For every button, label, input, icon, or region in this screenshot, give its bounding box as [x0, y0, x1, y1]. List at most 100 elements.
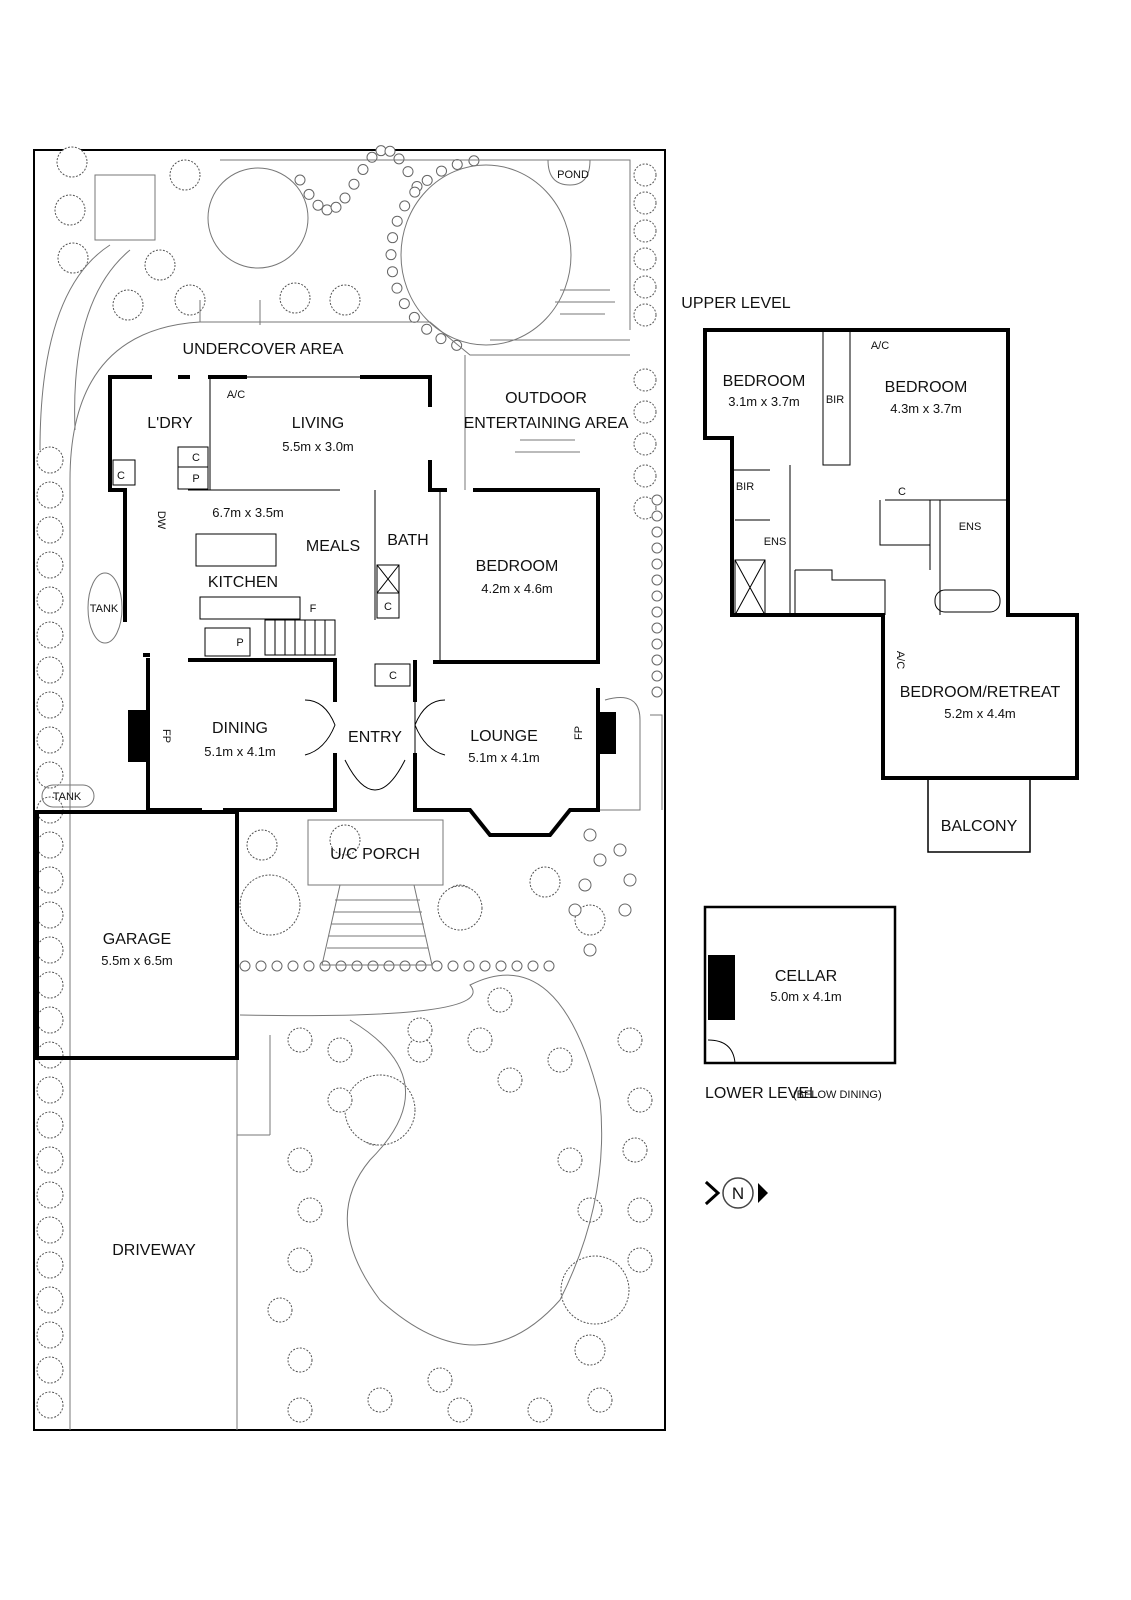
tree-icon — [303, 960, 315, 972]
tree-icon — [627, 1247, 653, 1273]
tree-icon — [312, 199, 324, 211]
tree-icon — [511, 960, 523, 972]
tank-label-1: TANK — [90, 603, 119, 615]
fireplace-lounge — [598, 712, 616, 754]
tree-icon — [407, 1017, 433, 1043]
tree-icon — [36, 1146, 64, 1174]
tree-icon — [583, 828, 597, 842]
upper-ens-label-2: ENS — [959, 521, 982, 533]
pond-label: POND — [557, 169, 589, 181]
laundry-label: L'DRY — [147, 415, 193, 432]
tree-icon — [651, 638, 663, 650]
tree-icon — [36, 586, 64, 614]
upper-ac-label: A/C — [871, 340, 889, 352]
dining-label: DINING — [212, 720, 268, 737]
tree-icon — [36, 446, 64, 474]
bath-label: BATH — [387, 532, 428, 549]
tree-icon — [479, 960, 491, 972]
undercover-label: UNDERCOVER AREA — [183, 341, 344, 358]
tree-icon — [112, 289, 144, 321]
tree-icon — [36, 691, 64, 719]
tree-icon — [527, 1397, 553, 1423]
entry-cupboard-label: C — [389, 670, 397, 682]
tree-icon — [366, 151, 378, 163]
north-compass: N — [704, 1177, 768, 1209]
tree-icon — [36, 1286, 64, 1314]
tree-icon — [246, 829, 278, 861]
tree-icon — [633, 496, 657, 520]
tree-icon — [36, 1356, 64, 1384]
tree-icon — [348, 178, 360, 190]
kitchen-meals-dims: 6.7m x 3.5m — [212, 505, 284, 520]
garden-features — [39, 159, 663, 1430]
tree-icon — [593, 853, 607, 867]
tree-icon — [385, 249, 397, 261]
bedroom-label: BEDROOM — [476, 558, 559, 575]
tree-icon — [287, 1397, 313, 1423]
pantry-label: P — [236, 637, 243, 649]
outdoor-label-2: ENTERTAINING AREA — [464, 415, 629, 432]
bedroom-dims: 4.2m x 4.6m — [481, 581, 553, 596]
tree-icon — [297, 1197, 323, 1223]
tree-icon — [36, 971, 64, 999]
upper-cupboard-label: C — [898, 486, 906, 498]
tree-icon — [36, 1216, 64, 1244]
tree-icon — [415, 960, 427, 972]
tree-icon — [447, 960, 459, 972]
tree-icon — [329, 824, 361, 856]
living-label: LIVING — [292, 415, 344, 432]
tree-icon — [574, 1334, 606, 1366]
tree-icon — [421, 174, 433, 186]
tree-icon — [36, 726, 64, 754]
retreat-dims: 5.2m x 4.4m — [944, 706, 1016, 721]
tree-icon — [36, 1391, 64, 1419]
lounge-dims: 5.1m x 4.1m — [468, 750, 540, 765]
tree-icon — [36, 1006, 64, 1034]
tree-icon — [36, 621, 64, 649]
tree-icon — [36, 901, 64, 929]
upper-bir-label: BIR — [826, 394, 844, 406]
tree-icon — [36, 1321, 64, 1349]
tree-icon — [36, 1251, 64, 1279]
upper-bedroom-2-label: BEDROOM — [885, 379, 968, 396]
tree-icon — [613, 843, 627, 857]
entry-label: ENTRY — [348, 729, 402, 746]
tree-icon — [633, 219, 657, 243]
tree-icon — [451, 158, 463, 170]
garage-label: GARAGE — [103, 931, 171, 948]
tree-icon — [468, 155, 480, 167]
tree-icon — [319, 960, 331, 972]
upper-bedroom-1-label: BEDROOM — [723, 373, 806, 390]
tree-icon — [633, 275, 657, 299]
tree-icon — [651, 574, 663, 586]
tree-icon — [399, 200, 411, 212]
meals-label: MEALS — [306, 538, 360, 555]
tree-icon — [574, 904, 606, 936]
tree-icon — [398, 298, 410, 310]
tree-icon — [287, 1347, 313, 1373]
tree-icon — [435, 333, 447, 345]
tree-icon — [421, 323, 433, 335]
tree-icon — [384, 145, 396, 157]
living-dims: 5.5m x 3.0m — [282, 439, 354, 454]
fridge-label: F — [310, 603, 317, 615]
tree-icon — [402, 166, 414, 178]
tree-icon — [633, 400, 657, 424]
tree-icon — [321, 204, 333, 216]
tree-icon — [633, 464, 657, 488]
tree-icon — [287, 1027, 313, 1053]
cellar-plan — [703, 905, 897, 1065]
tree-icon — [36, 831, 64, 859]
tree-icon — [294, 174, 306, 186]
tree-icon — [497, 1067, 523, 1093]
tree-icon — [622, 1137, 648, 1163]
garage-dims: 5.5m x 6.5m — [101, 953, 173, 968]
tree-icon — [351, 960, 363, 972]
ground-floor-labels: UNDERCOVER AREA POND OUTDOOR ENTERTAININ… — [53, 169, 629, 1259]
tree-icon — [527, 960, 539, 972]
tree-icon — [543, 960, 555, 972]
tree-icon — [239, 960, 251, 972]
tree-icon — [651, 590, 663, 602]
tree-icon — [387, 232, 399, 244]
